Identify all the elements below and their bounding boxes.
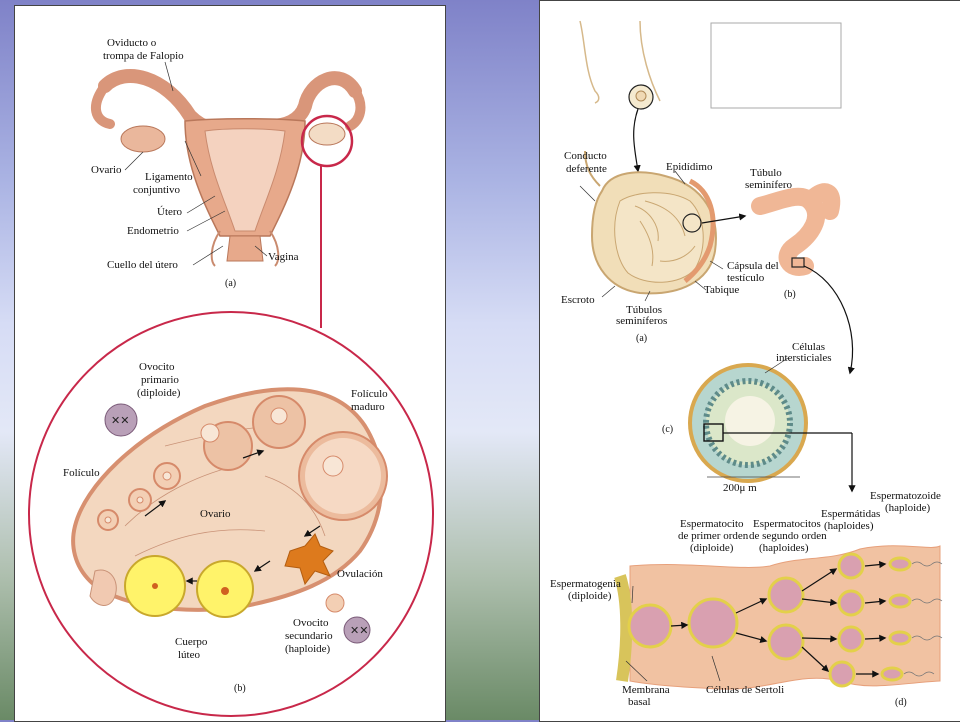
primary-spermatocyte-label-1: Espermatocito xyxy=(680,518,744,530)
cervix-label: Cuello del útero xyxy=(107,259,178,271)
primary-oocyte-label-1: Ovocito xyxy=(139,361,175,373)
interstitial-label-1: Células xyxy=(792,341,825,353)
uterus-label: Útero xyxy=(157,206,183,218)
secondary-oocyte-label-1: Ovocito xyxy=(293,617,329,629)
primary-spermatocyte-cell xyxy=(687,597,739,649)
female-reproductive-panel: Oviducto o trompa de Falopio Ovario Liga… xyxy=(14,5,446,722)
uterus-illustration xyxy=(91,69,366,328)
capsule-label-2: testículo xyxy=(727,272,765,284)
basal-membrane-label-2: basal xyxy=(628,696,651,708)
oviduct-label-2: trompa de Falopio xyxy=(103,50,184,62)
spermatids-label-2: (haploides) xyxy=(824,520,874,532)
follicle-label: Folículo xyxy=(63,467,100,479)
tubules-label-1: Túbulos xyxy=(626,304,662,316)
primary-oocyte-chromosomes xyxy=(104,403,138,437)
panel-a-label: (a) xyxy=(225,278,236,289)
corpus-luteum-label-2: lúteo xyxy=(178,649,200,661)
spermatogenesis-labels: Espermatozoide (haploide) Espermátidas (… xyxy=(550,490,941,708)
spermatogonium-label-2: (diploide) xyxy=(568,590,612,602)
male-reproductive-panel: Conducto deferente Epidídimo Cápsula del… xyxy=(539,0,960,722)
vas-deferens-label-2: deferente xyxy=(566,163,607,175)
spermatogonium-label-1: Espermatogenia xyxy=(550,578,621,590)
vas-deferens-label-1: Conducto xyxy=(564,150,607,162)
spermatozoa-label-1: Espermatozoide xyxy=(870,490,941,502)
cross-section-labels: Células intersticiales (c) 200μ m xyxy=(662,341,832,494)
secondary-spermatocyte-label-1: Espermatocitos xyxy=(753,518,821,530)
right-panel-c-label: (c) xyxy=(662,424,673,435)
mature-follicle-label-2: maduro xyxy=(351,401,385,413)
primary-spermatocyte-label-2: de primer orden xyxy=(678,530,749,542)
ligament-label-1: Ligamento xyxy=(145,171,193,183)
corpus-luteum-label-1: Cuerpo xyxy=(175,636,208,648)
vagina-label: Vagina xyxy=(268,251,299,263)
tubule-cross-section xyxy=(688,363,856,493)
primary-oocyte-label-2: primario xyxy=(141,374,179,386)
ovary-label: Ovario xyxy=(91,164,122,176)
primary-spermatocyte-label-3: (diploide) xyxy=(690,542,734,554)
left-ovary-shape xyxy=(120,125,166,153)
tubule-label-1: Túbulo xyxy=(750,167,782,179)
ovary-cycle-label: Ovario xyxy=(200,508,231,520)
spermatogenesis-illustration xyxy=(614,545,943,690)
spermatids-label-1: Espermátidas xyxy=(821,508,880,520)
oviduct-label-1: Oviducto o xyxy=(107,37,157,49)
sertoli-label: Células de Sertoli xyxy=(706,684,784,696)
primary-oocyte-label-3: (diploide) xyxy=(137,387,181,399)
secondary-oocyte-label-2: secundario xyxy=(285,630,333,642)
mature-follicle-label-1: Folículo xyxy=(351,388,388,400)
epididymis-label: Epidídimo xyxy=(666,161,713,173)
svg-text:✕✕: ✕✕ xyxy=(350,625,368,637)
testis-illustration xyxy=(584,150,747,295)
right-panel-d-label: (d) xyxy=(895,697,907,708)
secondary-spermatocyte-label-3: (haploides) xyxy=(759,542,809,554)
zoom-circle-large xyxy=(28,311,434,717)
empty-frame xyxy=(710,22,842,109)
endometrium-label: Endometrio xyxy=(127,225,179,237)
ovulation-label: Ovulación xyxy=(337,568,383,580)
tubule-labels: Túbulo seminífero (b) xyxy=(745,167,796,300)
testis-labels: Conducto deferente Epidídimo Cápsula del… xyxy=(561,150,779,344)
male-reproductive-diagram: Conducto deferente Epidídimo Cápsula del… xyxy=(550,20,943,708)
svg-text:✕✕: ✕✕ xyxy=(111,415,129,427)
ovary-cycle-labels: Ovocito primario (diploide) Folículo mad… xyxy=(63,361,388,694)
tubule-illustration xyxy=(751,183,855,375)
scale-bar-label: 200μ m xyxy=(723,482,757,494)
tubule-label-2: seminífero xyxy=(745,179,793,191)
uterus-labels: Oviducto o trompa de Falopio Ovario Liga… xyxy=(91,37,299,289)
body-sketch xyxy=(579,20,842,173)
basal-membrane-label-1: Membrana xyxy=(622,684,670,696)
panel-b-label: (b) xyxy=(234,683,246,694)
ovary-illustration: ✕✕ ✕✕ xyxy=(71,387,388,644)
zoom-circle-small xyxy=(300,114,354,168)
tubules-label-2: seminíferos xyxy=(616,315,667,327)
spermatozoa-label-2: (haploide) xyxy=(885,502,931,514)
ovulation-burst xyxy=(284,533,334,586)
secondary-spermatocyte-label-2: de segundo orden xyxy=(749,530,827,542)
capsule-label-1: Cápsula del xyxy=(727,260,779,272)
female-reproductive-diagram: Oviducto o trompa de Falopio Ovario Liga… xyxy=(28,37,434,717)
right-panel-b-label: (b) xyxy=(784,289,796,300)
scrotum-label: Escroto xyxy=(561,294,595,306)
secondary-oocyte-label-3: (haploide) xyxy=(285,643,331,655)
interstitial-label-2: intersticiales xyxy=(776,352,832,364)
spermatogonium-cell xyxy=(627,603,673,649)
septum-label: Tabique xyxy=(704,284,739,296)
ligament-label-2: conjuntivo xyxy=(133,184,181,196)
right-panel-a-label: (a) xyxy=(636,333,647,344)
secondary-oocyte-chromosomes xyxy=(343,616,371,644)
